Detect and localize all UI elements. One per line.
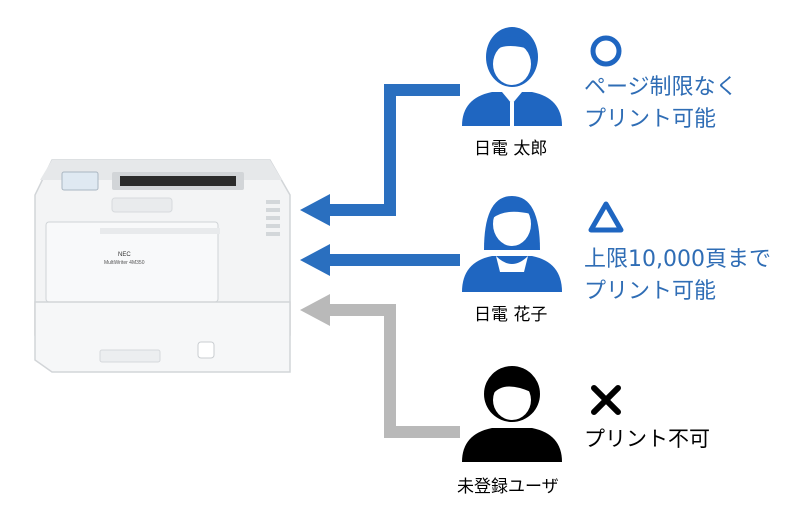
unregistered-user-icon (462, 366, 562, 462)
printer-brand: NEC (118, 252, 131, 258)
status-text-hanako: 上限10,000頁まで プリント可能 (584, 247, 771, 304)
printer-model: MultiWriter 4M350 (104, 260, 145, 266)
user-name-taro: 日電 太郎 (474, 139, 548, 159)
female-user-icon (462, 196, 562, 292)
status-text-unregistered: プリント不可 (584, 427, 710, 451)
user-name-hanako: 日電 花子 (474, 305, 548, 325)
power-switch (197, 341, 215, 359)
printer-illustration: NEC MultiWriter 4M350 (34, 159, 291, 373)
paper-output-tray (120, 176, 236, 186)
cross-denied-icon (591, 385, 621, 415)
arrow-user1 (300, 84, 460, 226)
paper-cassette (34, 301, 291, 373)
circle-ok-icon (590, 35, 622, 67)
male-user-icon (462, 27, 562, 126)
control-panel (61, 171, 99, 191)
status-text-taro: ページ制限なく プリント可能 (584, 75, 738, 132)
triangle-limited-icon (588, 201, 624, 233)
vent-grille (266, 200, 280, 236)
arrow-user3 (300, 294, 460, 438)
user-name-unregistered: 未登録ユーザ (457, 477, 559, 497)
arrow-user2 (300, 244, 460, 276)
